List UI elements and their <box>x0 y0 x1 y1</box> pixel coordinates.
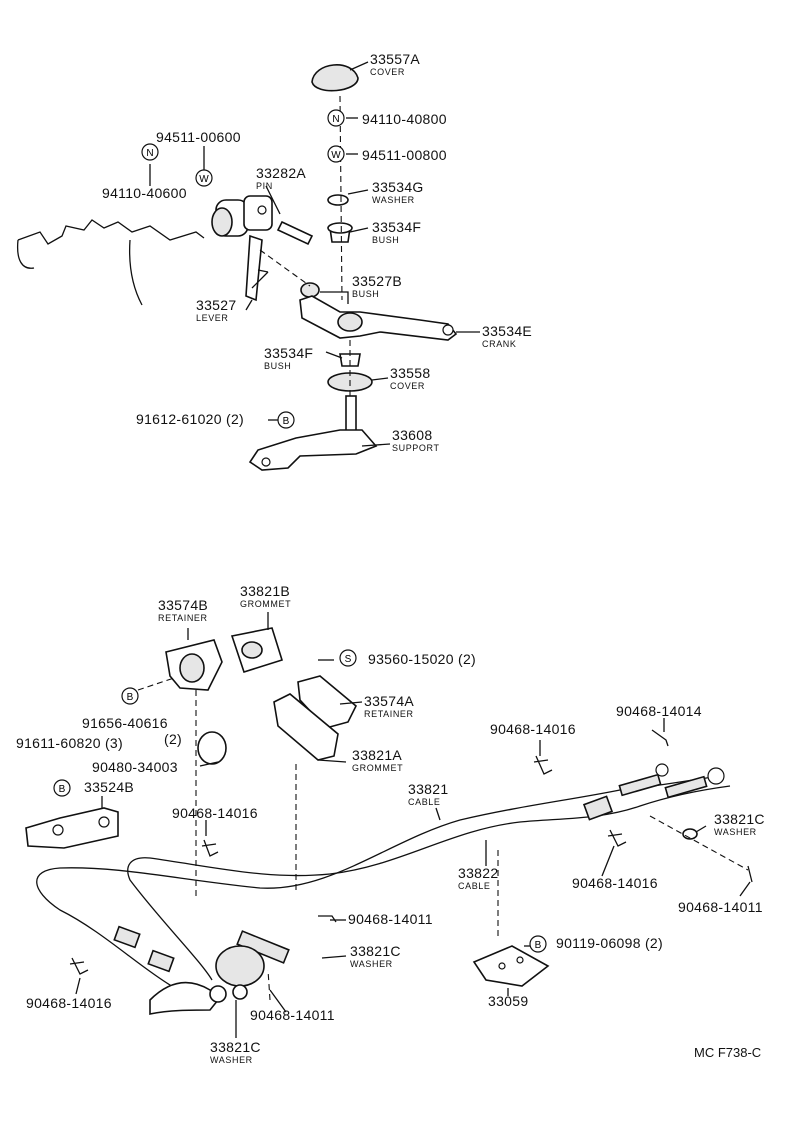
part-name-cable: CABLE <box>458 881 491 891</box>
part-number-33059: 33059 <box>488 993 529 1009</box>
svg-text:B: B <box>127 692 134 703</box>
part-name-bush: BUSH <box>352 289 380 299</box>
part-number-33574a: 33574A <box>364 693 415 709</box>
part-number-33821b: 33821B <box>240 583 291 599</box>
svg-text:W: W <box>199 174 209 185</box>
part-number-33821c-mid: 33821C <box>350 943 401 959</box>
part-name-retainer: RETAINER <box>364 709 414 719</box>
lower-assembly <box>25 627 753 1015</box>
part-number-33282a: 33282A <box>256 165 307 181</box>
part-number-33534g: 33534G <box>372 179 424 195</box>
part-number-94511-00800: 94511-00800 <box>362 147 447 163</box>
part-number-33608: 33608 <box>392 427 433 443</box>
part-number-33821: 33821 <box>408 781 449 797</box>
part-number-33558: 33558 <box>390 365 431 381</box>
part-number-94110-40800: 94110-40800 <box>362 111 447 127</box>
part-name-cover: COVER <box>370 67 406 77</box>
part-name-retainer: RETAINER <box>158 613 208 623</box>
svg-text:B: B <box>535 940 542 951</box>
part-number-90468-14016-d: 90468-14016 <box>26 995 112 1011</box>
crank-33534e <box>299 295 458 341</box>
part-number-90468-14011-mid: 90468-14011 <box>348 911 433 927</box>
part-qty-91656-40616: (2) <box>164 731 183 747</box>
part-number-94511-00600: 94511-00600 <box>156 129 241 145</box>
part-name-washer: WASHER <box>372 195 415 205</box>
part-number-90468-14016-c: 90468-14016 <box>572 875 658 891</box>
part-name-bush: BUSH <box>264 361 292 371</box>
part-name-cable: CABLE <box>408 797 441 807</box>
part-number-91611-60820: 91611-60820 (3) <box>16 735 123 751</box>
support-33608 <box>248 395 378 471</box>
part-name-washer: WASHER <box>350 959 393 969</box>
part-number-90480-34003: 90480-34003 <box>92 759 178 775</box>
part-number-90468-14011-bottom: 90468-14011 <box>250 1007 335 1023</box>
part-number-90119-06098: 90119-06098 (2) <box>556 935 663 951</box>
part-number-33557a: 33557A <box>370 51 421 67</box>
part-name-grommet: GROMMET <box>352 763 404 773</box>
svg-text:B: B <box>283 416 290 427</box>
part-number-33574b: 33574B <box>158 597 209 613</box>
part-number-33534f-upper: 33534F <box>372 219 422 235</box>
cover-33557a <box>311 64 359 92</box>
badge-s-93560-15020: S <box>339 649 357 667</box>
part-number-33527: 33527 <box>196 297 237 313</box>
part-number-90468-14016-a: 90468-14016 <box>490 721 576 737</box>
washer-33534g <box>327 194 349 206</box>
bracket-33524b <box>25 807 119 849</box>
part-number-33821c-bottom: 33821C <box>210 1039 261 1055</box>
part-number-91656-40616: 91656-40616 <box>82 715 168 731</box>
part-name-bush: BUSH <box>372 235 400 245</box>
badge-n-94110-40800: N <box>327 109 345 127</box>
badge-b-91612-61020: B <box>277 411 295 429</box>
part-number-94110-40600: 94110-40600 <box>102 185 187 201</box>
leader-lines <box>61 61 751 1038</box>
svg-text:W: W <box>331 150 341 161</box>
part-number-33534e: 33534E <box>482 323 533 339</box>
svg-text:S: S <box>345 654 352 665</box>
bush-33527b <box>300 282 320 298</box>
part-name-cover: COVER <box>390 381 426 391</box>
part-name-crank: CRANK <box>482 339 517 349</box>
part-number-90468-14016-b: 90468-14016 <box>172 805 258 821</box>
badge-b-90119-06098: B <box>529 935 547 953</box>
part-number-33822: 33822 <box>458 865 499 881</box>
upper-assembly <box>16 64 458 471</box>
badge-b-91611-60820: B <box>53 779 71 797</box>
plate-33059 <box>472 945 550 987</box>
part-number-93560-15020: 93560-15020 (2) <box>368 651 477 667</box>
part-name-pin: PIN <box>256 181 273 191</box>
part-number-91612-61020: 91612-61020 (2) <box>136 411 245 427</box>
lever-33527 <box>211 195 273 302</box>
part-number-90468-14011-right: 90468-14011 <box>678 899 763 915</box>
cable-33822 <box>127 785 731 981</box>
svg-text:N: N <box>146 148 153 159</box>
part-name-washer: WASHER <box>210 1055 253 1065</box>
diagram-code: MC F738-C <box>694 1045 762 1060</box>
cable-33821 <box>36 775 721 1001</box>
retainer-33574a <box>297 675 357 729</box>
pin-33282a <box>276 220 314 246</box>
badge-w-94511-00600: W <box>195 169 213 187</box>
part-name-washer: WASHER <box>714 827 757 837</box>
part-name-grommet: GROMMET <box>240 599 292 609</box>
svg-text:N: N <box>332 114 339 125</box>
transmission-outline <box>16 219 205 306</box>
part-number-33524b: 33524B <box>84 779 135 795</box>
plug-90480-34003 <box>197 731 227 765</box>
part-number-33821a: 33821A <box>352 747 403 763</box>
part-number-33534f-lower: 33534F <box>264 345 314 361</box>
badge-n-94110-40600: N <box>141 143 159 161</box>
badge-b-91656-40616: B <box>121 687 139 705</box>
grommet-33821a <box>273 693 339 761</box>
svg-text:B: B <box>59 784 66 795</box>
part-name-support: SUPPORT <box>392 443 440 453</box>
part-number-90468-14014: 90468-14014 <box>616 703 702 719</box>
badge-w-94511-00800: W <box>327 145 345 163</box>
part-name-lever: LEVER <box>196 313 229 323</box>
part-number-33821c-right: 33821C <box>714 811 765 827</box>
part-number-33527b: 33527B <box>352 273 403 289</box>
